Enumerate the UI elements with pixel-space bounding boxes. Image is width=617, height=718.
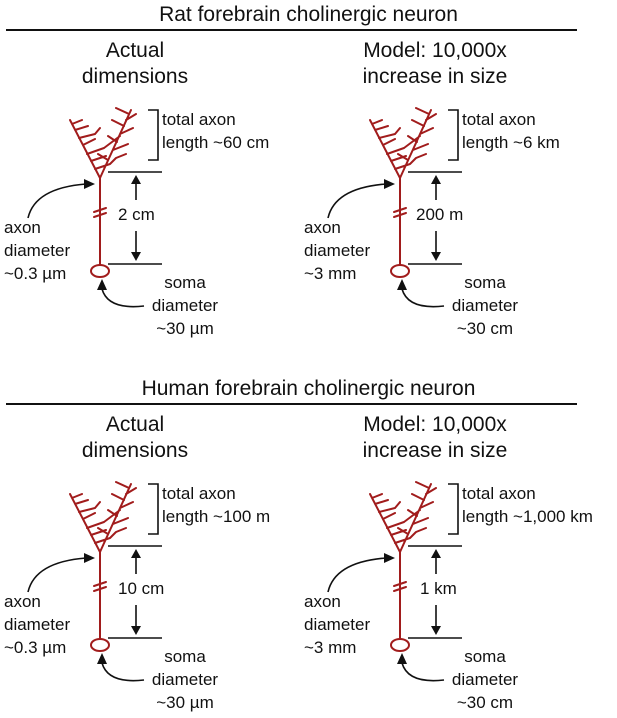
axon-diameter-arrowhead bbox=[384, 179, 395, 189]
section-title-human: Human forebrain cholinergic neuron bbox=[141, 377, 476, 400]
distance-arrowhead-up bbox=[431, 175, 441, 184]
distance-arrowhead-up bbox=[131, 175, 141, 184]
axon-length-bracket bbox=[448, 109, 459, 161]
axon-break-mark bbox=[393, 581, 407, 592]
distance-label: 1 km bbox=[420, 579, 457, 598]
total-axon-label: total axon length ~6 km bbox=[462, 110, 560, 152]
panel-heading: Model: 10,000x increase in size bbox=[330, 412, 540, 464]
neuron-graphic bbox=[69, 107, 137, 278]
panel-rat-model: Model: 10,000x increase in size total ax… bbox=[300, 38, 590, 338]
panel-human-model: Model: 10,000x increase in size total ax… bbox=[300, 412, 593, 712]
soma-arrow bbox=[401, 288, 445, 308]
panel-rat-actual: Actual dimensions total axon length ~60 … bbox=[0, 38, 290, 338]
axon-diameter-arrowhead bbox=[84, 553, 95, 563]
neuron-diagram bbox=[327, 481, 462, 682]
dendritic-tree bbox=[369, 481, 437, 553]
distance-arrowhead-down bbox=[131, 252, 141, 261]
soma-arrow bbox=[101, 662, 145, 682]
section-rule-human bbox=[6, 403, 577, 405]
annotations bbox=[327, 109, 462, 308]
soma-label: soma diameter ~30 cm bbox=[451, 647, 519, 712]
axon-diameter-arrowhead bbox=[84, 179, 95, 189]
neuron-graphic bbox=[369, 481, 437, 652]
soma bbox=[90, 638, 110, 652]
neuron-diagram bbox=[27, 107, 162, 308]
soma-arrow bbox=[401, 662, 445, 682]
soma-arrow bbox=[101, 288, 145, 308]
axon-length-bracket bbox=[448, 483, 459, 535]
distance-arrowhead-down bbox=[131, 626, 141, 635]
distance-label: 2 cm bbox=[118, 205, 155, 224]
dendritic-tree bbox=[69, 107, 137, 179]
distance-arrowhead-up bbox=[131, 549, 141, 558]
total-axon-label: total axon length ~60 cm bbox=[162, 110, 270, 152]
panel-heading-line2: dimensions bbox=[81, 439, 189, 462]
neuron-diagram bbox=[327, 107, 462, 308]
axon-diameter-label: axon diameter ~3 mm bbox=[304, 218, 371, 283]
annotations bbox=[27, 109, 162, 308]
soma-arrowhead bbox=[97, 653, 107, 664]
neuron-diagram bbox=[27, 481, 162, 682]
axon-diameter-label: axon diameter ~3 mm bbox=[304, 592, 371, 657]
axon-break-mark bbox=[393, 207, 407, 218]
distance-arrowhead-up bbox=[431, 549, 441, 558]
annotations bbox=[27, 483, 162, 682]
soma-arrowhead bbox=[397, 653, 407, 664]
annotations bbox=[327, 483, 462, 682]
soma bbox=[390, 638, 410, 652]
panel-heading-line2: increase in size bbox=[362, 65, 508, 88]
dendritic-tree bbox=[369, 107, 437, 179]
distance-arrowhead-down bbox=[431, 626, 441, 635]
axon-diameter-label: axon diameter ~0.3 µm bbox=[4, 218, 71, 283]
panel-heading-line1: Actual bbox=[105, 39, 165, 62]
soma-label: soma diameter ~30 cm bbox=[451, 273, 519, 338]
total-axon-label: total axon length ~1,000 km bbox=[462, 484, 593, 526]
axon-diameter-arrow bbox=[27, 557, 87, 593]
panel-heading-line1: Model: 10,000x bbox=[363, 39, 507, 62]
axon-length-bracket bbox=[148, 483, 159, 535]
dendritic-tree bbox=[69, 481, 137, 553]
panel-heading-line1: Model: 10,000x bbox=[363, 413, 507, 436]
axon-diameter-arrowhead bbox=[384, 553, 395, 563]
axon-length-bracket bbox=[148, 109, 159, 161]
soma-arrowhead bbox=[397, 279, 407, 290]
total-axon-label: total axon length ~100 m bbox=[162, 484, 271, 526]
neuron-graphic bbox=[369, 107, 437, 278]
axon-diameter-arrow bbox=[27, 183, 87, 219]
axon-break-mark bbox=[93, 581, 107, 592]
distance-label: 200 m bbox=[416, 205, 464, 224]
soma-label: soma diameter ~30 µm bbox=[151, 647, 219, 712]
panel-heading-line1: Actual bbox=[105, 413, 165, 436]
section-rule-rat bbox=[6, 29, 577, 31]
distance-arrowhead-down bbox=[431, 252, 441, 261]
distance-label: 10 cm bbox=[118, 579, 165, 598]
panel-heading: Actual dimensions bbox=[45, 412, 225, 464]
axon-diameter-label: axon diameter ~0.3 µm bbox=[4, 592, 71, 657]
axon-diameter-arrow bbox=[327, 557, 387, 593]
panel-heading-line2: dimensions bbox=[81, 65, 189, 88]
panel-heading: Model: 10,000x increase in size bbox=[330, 38, 540, 90]
panel-human-actual: Actual dimensions total axon length ~100… bbox=[0, 412, 290, 712]
soma bbox=[390, 264, 410, 278]
soma bbox=[90, 264, 110, 278]
soma-label: soma diameter ~30 µm bbox=[151, 273, 219, 338]
axon-diameter-arrow bbox=[327, 183, 387, 219]
soma-arrowhead bbox=[97, 279, 107, 290]
panel-heading: Actual dimensions bbox=[60, 38, 210, 90]
panel-heading-line2: increase in size bbox=[362, 439, 508, 462]
axon-break-mark bbox=[93, 207, 107, 218]
section-title-rat: Rat forebrain cholinergic neuron bbox=[159, 3, 458, 26]
neuron-graphic bbox=[69, 481, 137, 652]
